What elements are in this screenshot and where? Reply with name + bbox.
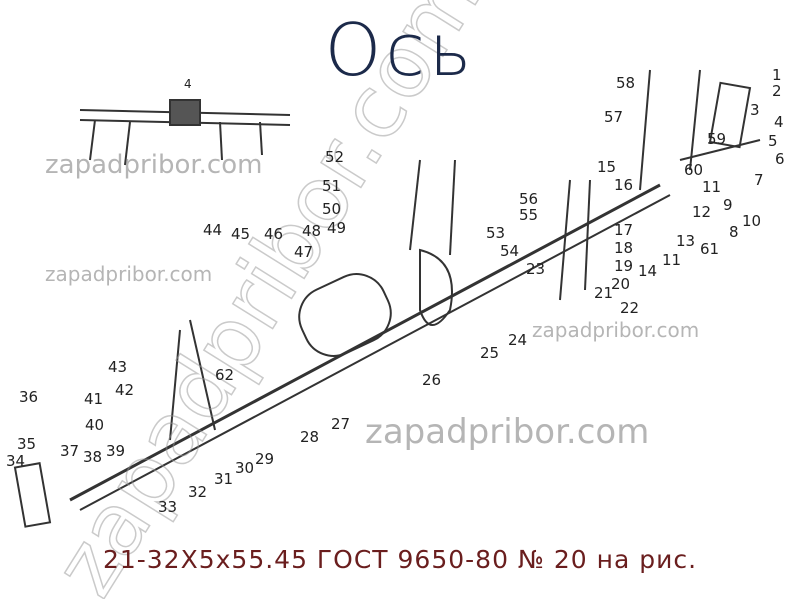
part-number-label: 1 [772,66,782,84]
part-number-label: 22 [620,299,640,317]
part-number-label: 33 [158,498,178,516]
part-number-label: 4 [774,113,784,131]
part-number-label: 43 [108,358,128,376]
part-number-label: 34 [6,452,26,470]
part-number-label: 27 [331,415,351,433]
part-number-label: 35 [17,435,37,453]
watermark-2: zapadpribor.com [45,262,213,286]
part-number-label: 50 [322,200,342,218]
part-number-label: 42 [115,381,135,399]
part-number-label: 51 [322,177,342,195]
part-number-label: 62 [215,366,235,384]
part-number-label: 11 [662,251,682,269]
part-number-label: 16 [614,176,634,194]
watermark-4: zapadpribor.com [365,412,650,452]
part-number-label: 9 [723,196,733,214]
part-number-label: 44 [203,221,223,239]
part-number-label: 23 [526,260,546,278]
watermark-1: zapadpribor.com [45,150,263,180]
part-number-label: 47 [294,243,314,261]
part-number-label: 15 [597,158,617,176]
part-number-label: 59 [707,130,727,148]
inset-label: 4 [184,77,192,91]
part-number-label: 5 [768,132,778,150]
part-number-label: 8 [729,223,739,241]
part-number-label: 2 [772,82,782,100]
part-number-label: 3 [750,101,760,119]
part-number-label: 46 [264,225,284,243]
part-number-label: 21 [594,284,614,302]
part-number-label: 39 [106,442,126,460]
part-number-label: 14 [638,262,658,280]
part-number-label: 36 [19,388,39,406]
part-number-label: 10 [742,212,762,230]
part-number-label: 58 [616,74,636,92]
part-number-label: 49 [327,219,347,237]
part-number-label: 52 [325,148,345,166]
part-number-label: 20 [611,275,631,293]
part-number-label: 37 [60,442,80,460]
part-number-label: 55 [519,206,539,224]
part-number-label: 57 [604,108,624,126]
part-number-label: 38 [83,448,103,466]
part-number-label: 24 [508,331,528,349]
part-number-label: 60 [684,161,704,179]
part-number-label: 13 [676,232,696,250]
part-number-label: 18 [614,239,634,257]
part-number-label: 41 [84,390,104,408]
part-number-label: 19 [614,257,634,275]
part-number-label: 61 [700,240,720,258]
part-number-label: 30 [235,459,255,477]
main-assembly [13,69,761,528]
part-number-label: 31 [214,470,234,488]
part-number-label: 26 [422,371,442,389]
part-number-label: 6 [775,150,785,168]
part-number-label: 56 [519,190,539,208]
part-caption: 21-32Х5х55.45 ГОСТ 9650-80 № 20 на рис. [102,545,698,574]
part-number-label: 25 [480,344,500,362]
part-number-label: 45 [231,225,251,243]
part-number-label: 17 [614,221,634,239]
part-number-label: 53 [486,224,506,242]
part-number-label: 7 [754,171,764,189]
part-number-label: 54 [500,242,520,260]
part-number-label: 48 [302,222,322,240]
part-number-label: 28 [300,428,320,446]
inset-assembly [79,99,291,166]
page-title: Ось [324,8,476,92]
part-number-label: 29 [255,450,275,468]
part-number-label: 40 [85,416,105,434]
watermark-3: zapadpribor.com [532,318,700,342]
part-number-label: 32 [188,483,208,501]
part-number-label: 11 [702,178,722,196]
part-number-label: 12 [692,203,712,221]
